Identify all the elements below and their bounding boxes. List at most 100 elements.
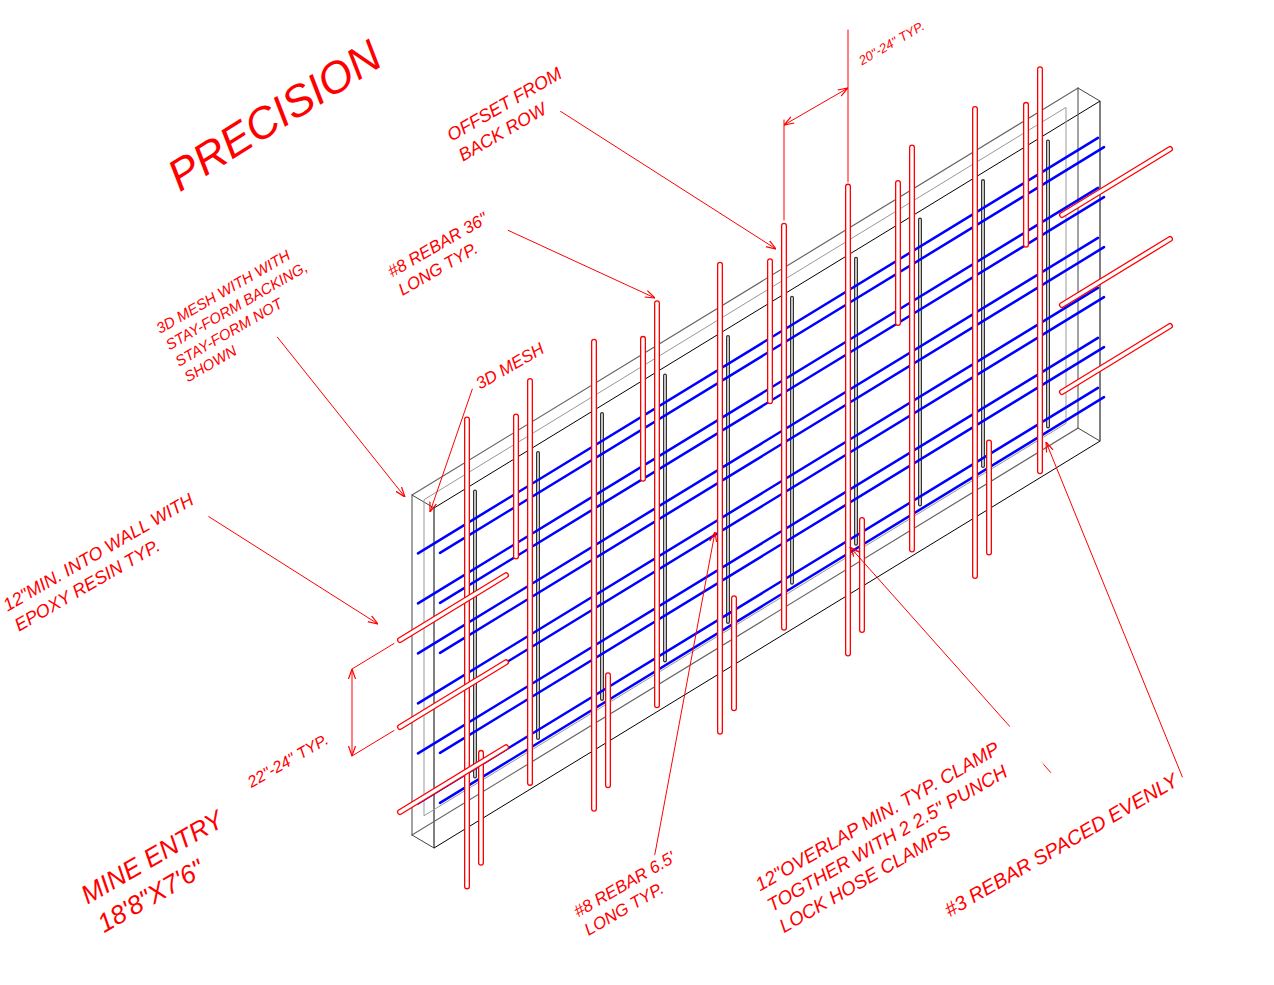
no8-rebar-long-core <box>910 148 913 550</box>
no8-rebar-long <box>845 187 851 654</box>
back-row-bar-core <box>855 259 856 544</box>
no8-rebar-short-core <box>860 520 863 630</box>
callout-note: 12"OVERLAP MIN. TYP. CLAMP TOGTHER WITH … <box>751 722 1054 938</box>
wall-dowel <box>1062 239 1170 305</box>
no3-rebar <box>440 247 1104 653</box>
extension-line <box>352 731 394 757</box>
back-row-bar-core <box>919 220 920 505</box>
callout-note: #8 REBAR 6.5' LONG TYP. <box>570 842 699 941</box>
panel-edge <box>412 495 434 508</box>
callout-note: OFFSET FROM BACK ROW <box>443 61 580 166</box>
wall-dowel-core <box>1062 326 1170 392</box>
back-row-bar-core <box>474 492 475 777</box>
wall-dowel <box>400 575 506 640</box>
no3-rebar <box>418 238 1098 653</box>
callout-note: 12"MIN. INTO WALL WITH EPOXY RESIN TYP. <box>0 487 211 635</box>
no8-rebar-long <box>781 226 787 628</box>
extension-line <box>784 120 785 220</box>
leader-line <box>272 330 405 497</box>
wall-dowel-core <box>400 747 506 812</box>
leader-line <box>551 105 776 249</box>
no8-rebar-long <box>972 109 978 576</box>
entry-size-text: MINE ENTRY 18'8"X7'6" <box>75 802 249 940</box>
dimension-line <box>784 88 848 125</box>
no8-rebar-long <box>654 303 660 705</box>
no8-rebar-long-core <box>718 265 721 732</box>
back-row-bars <box>475 141 1048 776</box>
no8-rebar-short-core <box>479 753 482 863</box>
wall-dowel-core <box>400 662 506 727</box>
back-row-bar-core <box>664 375 665 660</box>
dimension-line <box>352 669 353 756</box>
no8-rebar-long-core <box>1038 69 1041 471</box>
no8-rebar-long-core <box>655 303 658 705</box>
no8-rebar-long <box>1037 69 1043 471</box>
back-row-bar-core <box>537 453 538 738</box>
back-row-bar-core <box>982 181 983 466</box>
no8-rebar-long-core <box>782 226 785 628</box>
leader-line <box>652 532 715 870</box>
wall-dowel <box>400 747 506 812</box>
no8-rebar-short <box>605 675 611 785</box>
leader-line <box>208 516 378 624</box>
panel-edge <box>412 835 434 848</box>
no3-rebar <box>418 188 1098 603</box>
no8-rebar-short <box>731 598 737 708</box>
leader-line <box>430 389 472 512</box>
no8-rebar-long-core <box>528 381 531 783</box>
no8-rebar-short-core <box>641 339 644 479</box>
no3-rebar <box>440 147 1104 553</box>
no8-rebar-short-core <box>987 442 990 552</box>
back-row-bar-core <box>727 337 728 622</box>
horizontal-rebar <box>418 138 1104 803</box>
back-row-bar-core <box>791 298 792 583</box>
no8-rebar-long <box>591 342 597 809</box>
back-row-bar-core <box>601 414 602 699</box>
no8-rebar-long-core <box>973 109 976 576</box>
no8-rebar-long-core <box>465 419 468 886</box>
extension-line <box>848 30 849 182</box>
no3-rebar <box>440 347 1104 753</box>
panel-edge <box>1078 88 1100 101</box>
no8-rebar-short <box>895 183 901 323</box>
dimension-text: 20"-24" TYP. <box>856 17 931 70</box>
callout-note: 3D MESH WITH WITH STAY-FORM BACKING, STA… <box>153 240 333 387</box>
callout-note: 3D MESH <box>472 336 551 394</box>
no8-rebar-short <box>513 416 519 556</box>
wall-dowel <box>1062 326 1170 392</box>
back-row-bar-core <box>1047 141 1048 426</box>
no8-rebar-short <box>1023 105 1029 245</box>
no3-rebar <box>418 138 1098 553</box>
wall-dowel-core <box>400 575 506 640</box>
extension-line <box>352 644 394 670</box>
watermark-text: PRECISION <box>157 25 395 202</box>
no8-rebar-long <box>464 419 470 886</box>
dimension-text: 22"-24" TYP. <box>244 728 335 792</box>
no8-rebar-short-core <box>768 261 771 401</box>
no8-rebar-short-core <box>732 598 735 708</box>
no8-rebar-short-core <box>606 675 609 785</box>
wall-dowels <box>400 149 1170 812</box>
no8-rebar-long <box>909 148 915 550</box>
no8-rebar-long-core <box>592 342 595 809</box>
no8-rebar-short-core <box>1024 105 1027 245</box>
no3-rebar <box>418 338 1098 753</box>
panel-edge <box>1078 428 1100 441</box>
no8-rebar-short <box>767 261 773 401</box>
no8-rebar-short <box>640 339 646 479</box>
no8-rebar-long <box>527 381 533 783</box>
no3-rebar <box>440 197 1104 603</box>
no8-rebar-short-core <box>514 416 517 556</box>
callout-note: #8 REBAR 36" LONG TYP. <box>384 203 511 301</box>
no8-rebar-short <box>859 520 865 630</box>
leader-lines <box>208 30 1182 870</box>
wall-dowel <box>1062 149 1170 215</box>
no8-rebar-long <box>717 265 723 732</box>
leader-line <box>1046 442 1183 777</box>
no8-rebar-short-core <box>896 183 899 323</box>
wall-dowel-core <box>1062 149 1170 215</box>
no8-rebar-short <box>986 442 992 552</box>
no8-rebar-short <box>478 753 484 863</box>
mesh-frame <box>424 107 1066 815</box>
wall-dowel <box>400 662 506 727</box>
